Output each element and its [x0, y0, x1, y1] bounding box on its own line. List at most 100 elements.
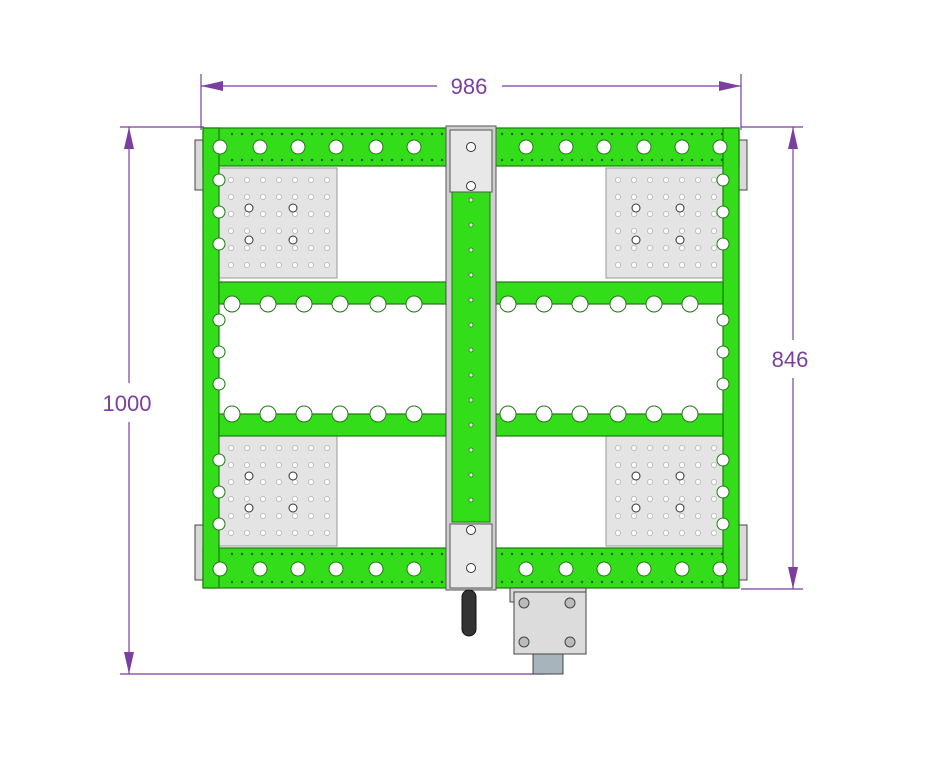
- pin-hole: [370, 580, 374, 584]
- pin-hole: [500, 158, 504, 162]
- right-height-arrow-top: [788, 127, 798, 149]
- pin-hole: [350, 132, 354, 136]
- pin-hole: [530, 580, 534, 584]
- plate-hole: [323, 513, 330, 520]
- bracket-bottom-right: [738, 524, 748, 581]
- plate-hole: [323, 244, 330, 251]
- plate-hole: [679, 461, 686, 468]
- tow-handle: [461, 589, 477, 637]
- plate-hole: [631, 461, 638, 468]
- plate-bottom-left: [218, 435, 338, 547]
- pin-hole: [420, 552, 424, 556]
- pin-hole: [380, 132, 384, 136]
- pin-hole: [640, 552, 644, 556]
- beam-notch: [295, 405, 313, 423]
- pin-hole: [530, 132, 534, 136]
- pin-hole: [260, 132, 264, 136]
- plate-hole: [243, 261, 250, 268]
- bracket-top-left: [194, 139, 204, 191]
- plate-hole: [259, 530, 266, 537]
- plate-hole: [307, 495, 314, 502]
- pin-hole: [290, 158, 294, 162]
- plate-hole: [227, 530, 234, 537]
- beam-notch: [331, 295, 349, 313]
- spine-hole: [468, 197, 474, 203]
- pin-hole: [720, 132, 724, 136]
- side-notch: [212, 485, 226, 499]
- spine-hole: [468, 422, 474, 428]
- side-notch: [716, 345, 730, 359]
- side-notch: [716, 485, 730, 499]
- pin-hole: [280, 552, 284, 556]
- hitch-bolt-2: [564, 597, 576, 609]
- plate-hole: [259, 210, 266, 217]
- pin-hole: [620, 132, 624, 136]
- pin-hole: [650, 158, 654, 162]
- pin-hole: [420, 132, 424, 136]
- hitch-bolt-1: [518, 597, 530, 609]
- pin-hole: [640, 158, 644, 162]
- pin-hole: [630, 552, 634, 556]
- rail-hole: [712, 139, 728, 155]
- pin-hole: [340, 132, 344, 136]
- pin-hole: [280, 580, 284, 584]
- pin-hole: [230, 552, 234, 556]
- plate-hole: [323, 530, 330, 537]
- pin-hole: [360, 132, 364, 136]
- right-height-dimension-label: 846: [772, 347, 809, 372]
- pin-hole: [650, 552, 654, 556]
- plate-hole: [663, 495, 670, 502]
- bracket-bottom-left: [194, 524, 204, 581]
- hitch-pin: [532, 653, 564, 675]
- pin-hole: [390, 552, 394, 556]
- plate-hole: [227, 210, 234, 217]
- pin-hole: [710, 580, 714, 584]
- pin-hole: [710, 552, 714, 556]
- pin-hole: [580, 552, 584, 556]
- plate-hole: [227, 461, 234, 468]
- plate-hole: [615, 444, 622, 451]
- plate-hole: [291, 513, 298, 520]
- pin-hole: [570, 158, 574, 162]
- pin-hole: [670, 132, 674, 136]
- spine-hole: [468, 472, 474, 478]
- plate-hole: [615, 513, 622, 520]
- spine-hole: [468, 297, 474, 303]
- plate-bolt: [288, 203, 298, 213]
- plate-hole: [695, 210, 702, 217]
- pin-hole: [330, 132, 334, 136]
- beam-notch: [223, 295, 241, 313]
- plate-hole: [259, 176, 266, 183]
- pin-hole: [280, 132, 284, 136]
- plate-hole: [259, 495, 266, 502]
- pin-hole: [590, 552, 594, 556]
- rail-hole: [636, 139, 652, 155]
- plate-hole: [663, 461, 670, 468]
- pin-hole: [230, 132, 234, 136]
- pin-hole: [300, 552, 304, 556]
- plate-hole: [307, 176, 314, 183]
- plate-hole: [615, 210, 622, 217]
- pin-hole: [400, 552, 404, 556]
- pin-hole: [620, 158, 624, 162]
- plate-bolt: [244, 503, 254, 513]
- plate-hole: [291, 461, 298, 468]
- plate-hole: [647, 261, 654, 268]
- plate-hole: [679, 444, 686, 451]
- plate-hole: [663, 193, 670, 200]
- dimension-lines: [120, 74, 803, 675]
- pin-hole: [660, 552, 664, 556]
- plate-hole: [695, 244, 702, 251]
- plate-hole: [631, 244, 638, 251]
- beam-notch: [259, 295, 277, 313]
- plate-hole: [647, 444, 654, 451]
- pin-hole: [550, 552, 554, 556]
- plate-hole: [615, 244, 622, 251]
- pin-hole: [410, 158, 414, 162]
- plate-hole: [243, 227, 250, 234]
- plate-hole: [647, 227, 654, 234]
- pin-hole: [570, 580, 574, 584]
- rail-hole: [328, 139, 344, 155]
- side-notch: [212, 205, 226, 219]
- plate-hole: [227, 227, 234, 234]
